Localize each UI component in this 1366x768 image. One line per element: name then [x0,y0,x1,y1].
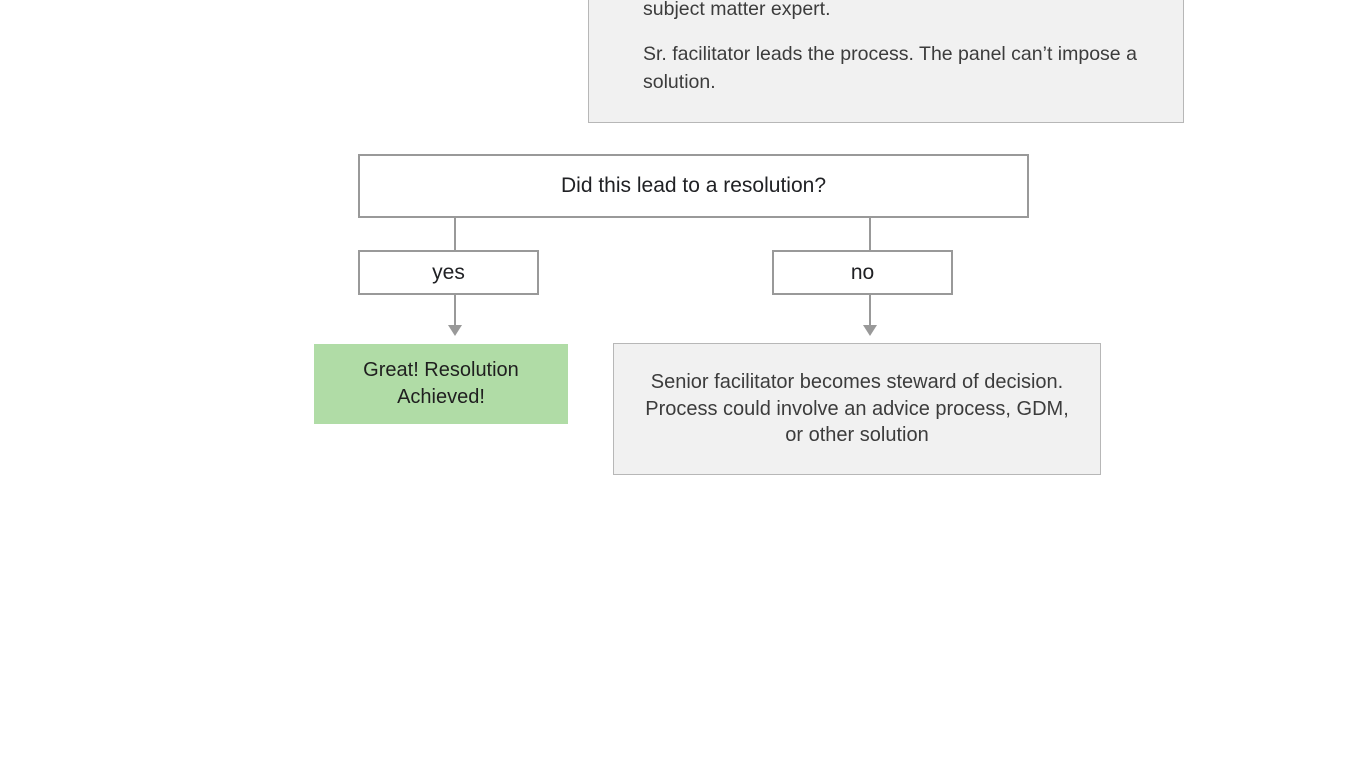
decision-node-resolution[interactable]: Did this lead to a resolution? [358,154,1029,218]
connector-decision-to-yes [454,218,456,250]
arrow-head-icon-no [863,325,877,336]
note-box-top-text: subject matter expert. Sr. facilitator l… [643,0,1143,96]
branch-label-no[interactable]: no [772,250,953,295]
connector-decision-to-no [869,218,871,250]
arrow-head-icon-yes [448,325,462,336]
connector-yes-to-success [454,295,456,329]
connector-no-to-escalate [869,295,871,329]
branch-label-yes[interactable]: yes [358,250,539,295]
note-line-2: Sr. facilitator leads the process. The p… [643,43,1137,93]
note-box-top[interactable]: subject matter expert. Sr. facilitator l… [588,0,1184,123]
note-line-1: subject matter expert. [643,0,831,20]
outcome-node-steward-escalation[interactable]: Senior facilitator becomes steward of de… [613,343,1101,475]
outcome-node-resolution-achieved[interactable]: Great! Resolution Achieved! [314,344,568,424]
